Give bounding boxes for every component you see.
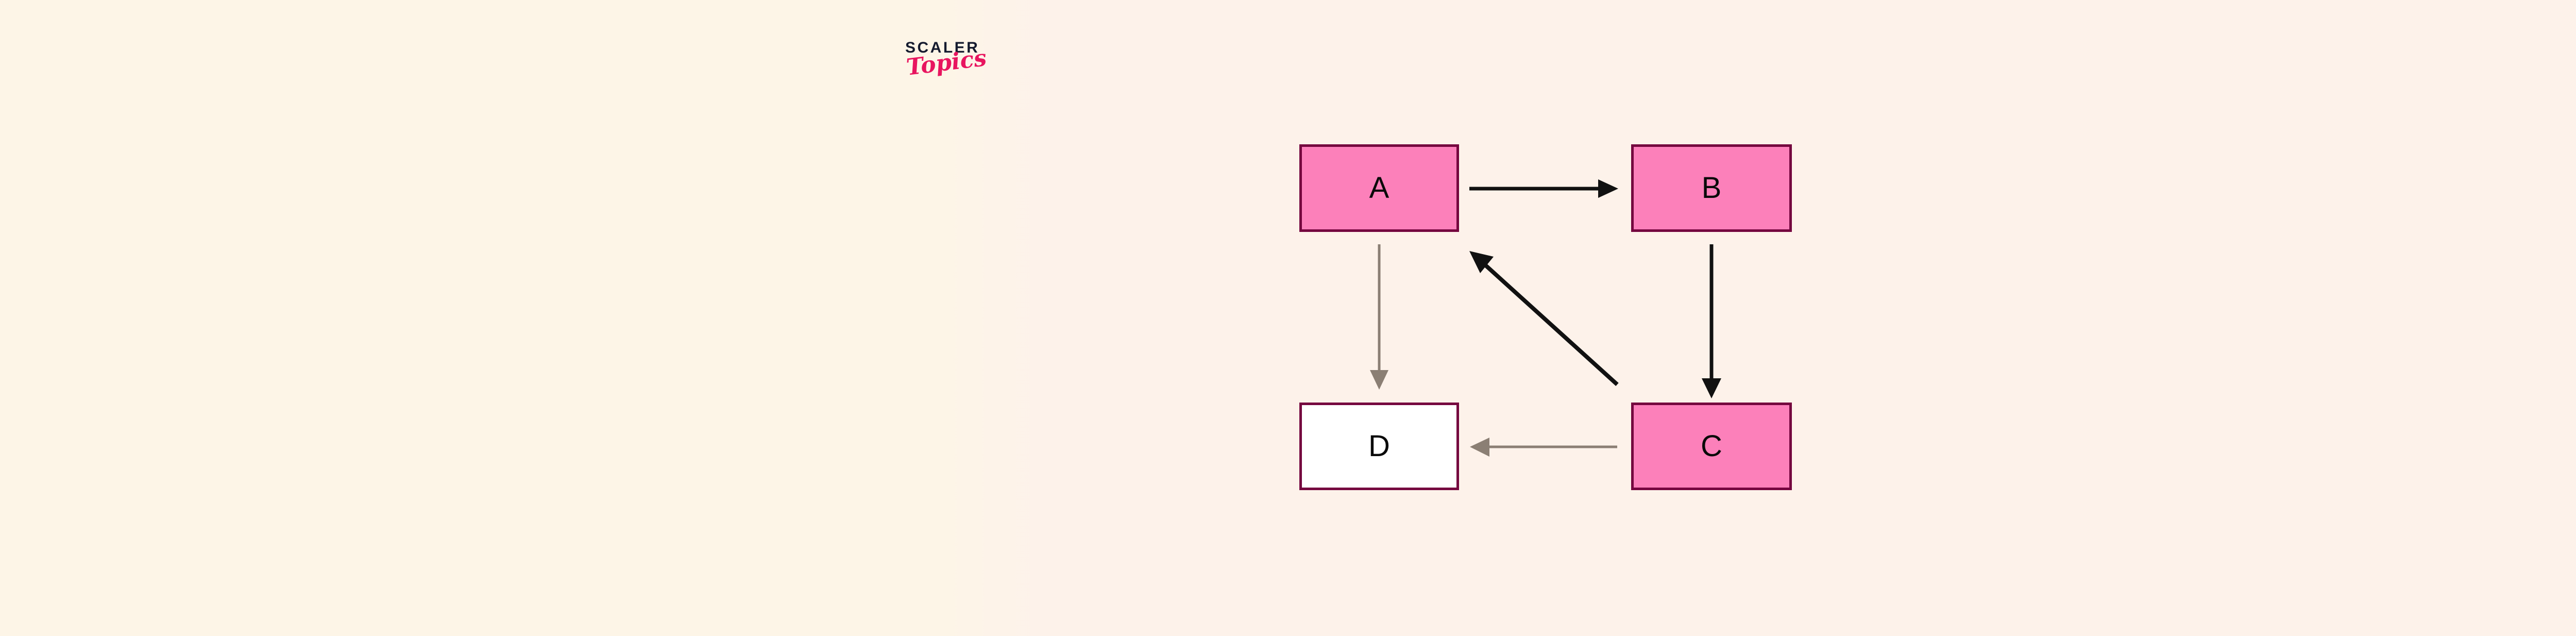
graph-node-d-label: D (1368, 429, 1390, 463)
graph-node-b-label: B (1701, 171, 1722, 205)
edge-c-to-a (1469, 251, 1619, 386)
graph-node-a-label: A (1369, 171, 1389, 205)
edge-a-to-b (1469, 179, 1618, 198)
graph-node-c-label: C (1701, 429, 1722, 463)
edge-b-to-c (1702, 244, 1721, 398)
background-gradient-seam (948, 0, 2576, 636)
edge-a-to-d (1370, 244, 1388, 390)
graph-node-b[interactable]: B (1631, 144, 1792, 232)
scaler-topics-logo: SCALER Topics (905, 40, 1060, 107)
logo-wordmark-scaler: SCALER (905, 39, 980, 56)
graph-node-c[interactable]: C (1631, 403, 1792, 490)
graph-node-d[interactable]: D (1299, 403, 1459, 490)
edge-c-to-d (1470, 438, 1617, 457)
graph-node-a[interactable]: A (1299, 144, 1459, 232)
